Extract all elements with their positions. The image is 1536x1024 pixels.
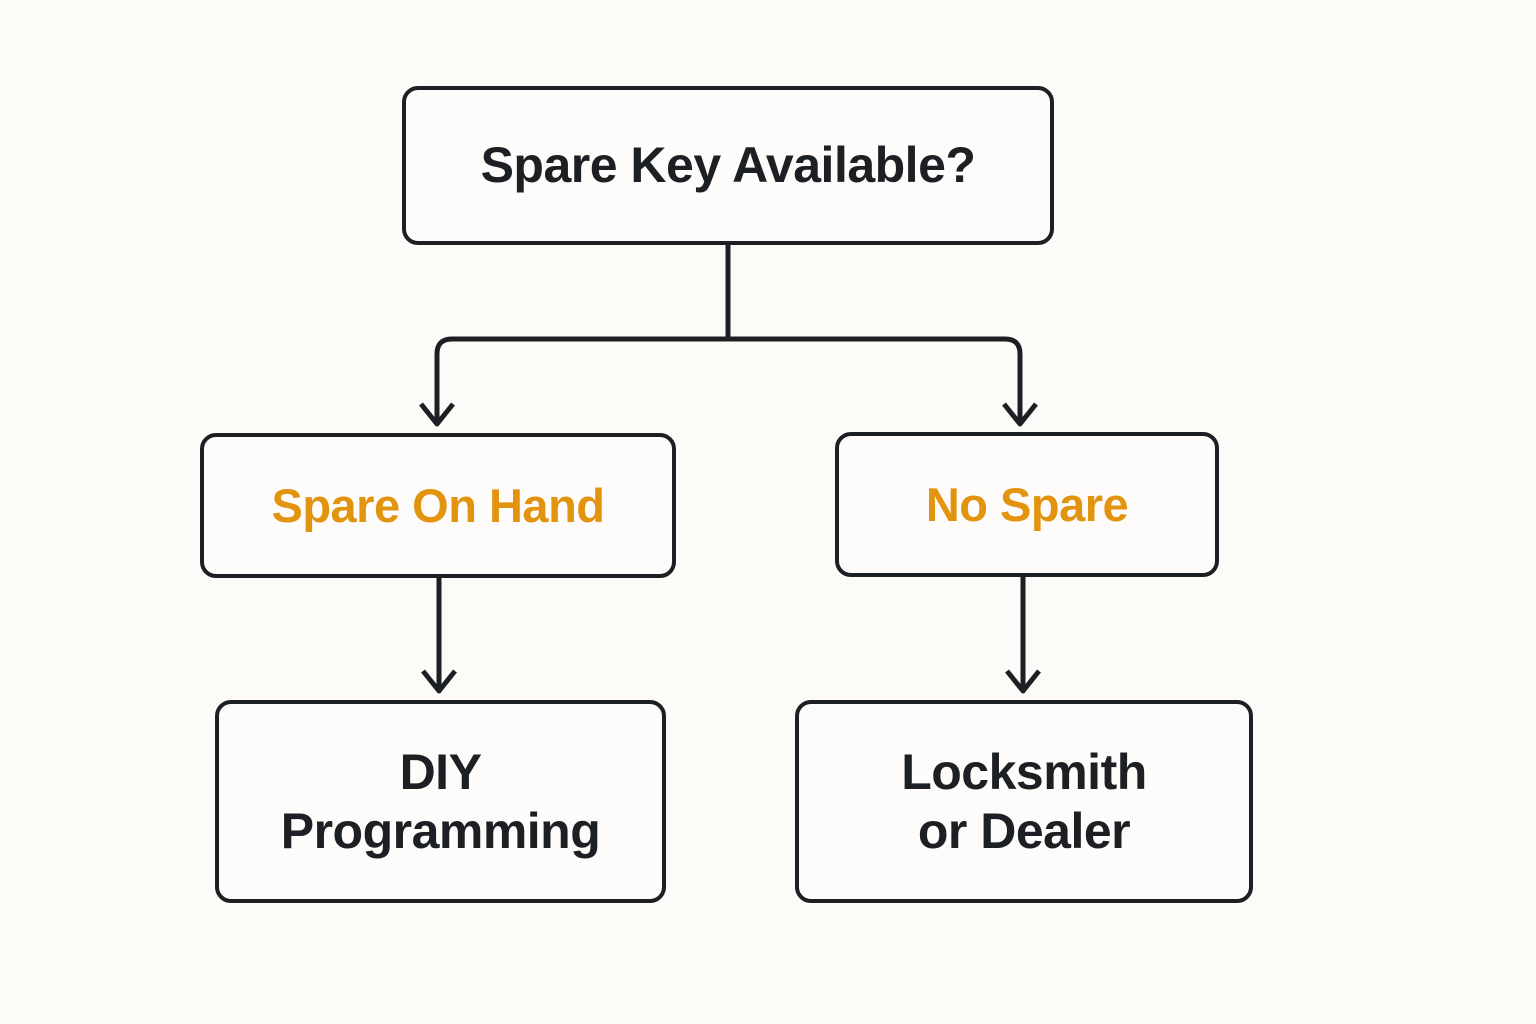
edge-root-to-no-spare — [1004, 336, 1023, 424]
node-no-spare[interactable]: No Spare — [835, 432, 1219, 577]
arrowhead-to-no-spare — [1002, 402, 1038, 427]
node-label-diy: DIY Programming — [280, 743, 601, 859]
node-diy-programming[interactable]: DIY Programming — [215, 700, 666, 903]
node-label-locksmith: Locksmith or Dealer — [901, 743, 1147, 859]
node-locksmith-or-dealer[interactable]: Locksmith or Dealer — [795, 700, 1253, 903]
node-label-root: Spare Key Available? — [480, 137, 976, 193]
arrowhead-to-spare-on-hand — [419, 402, 455, 427]
arrowhead-to-diy — [421, 669, 457, 694]
node-spare-on-hand[interactable]: Spare On Hand — [200, 433, 676, 578]
node-label-no-spare: No Spare — [925, 477, 1129, 531]
edge-root-to-spare-on-hand — [434, 336, 453, 424]
node-label-spare-on-hand: Spare On Hand — [271, 478, 605, 532]
arrowhead-to-locksmith — [1005, 669, 1041, 694]
node-spare-key-available[interactable]: Spare Key Available? — [402, 86, 1054, 245]
